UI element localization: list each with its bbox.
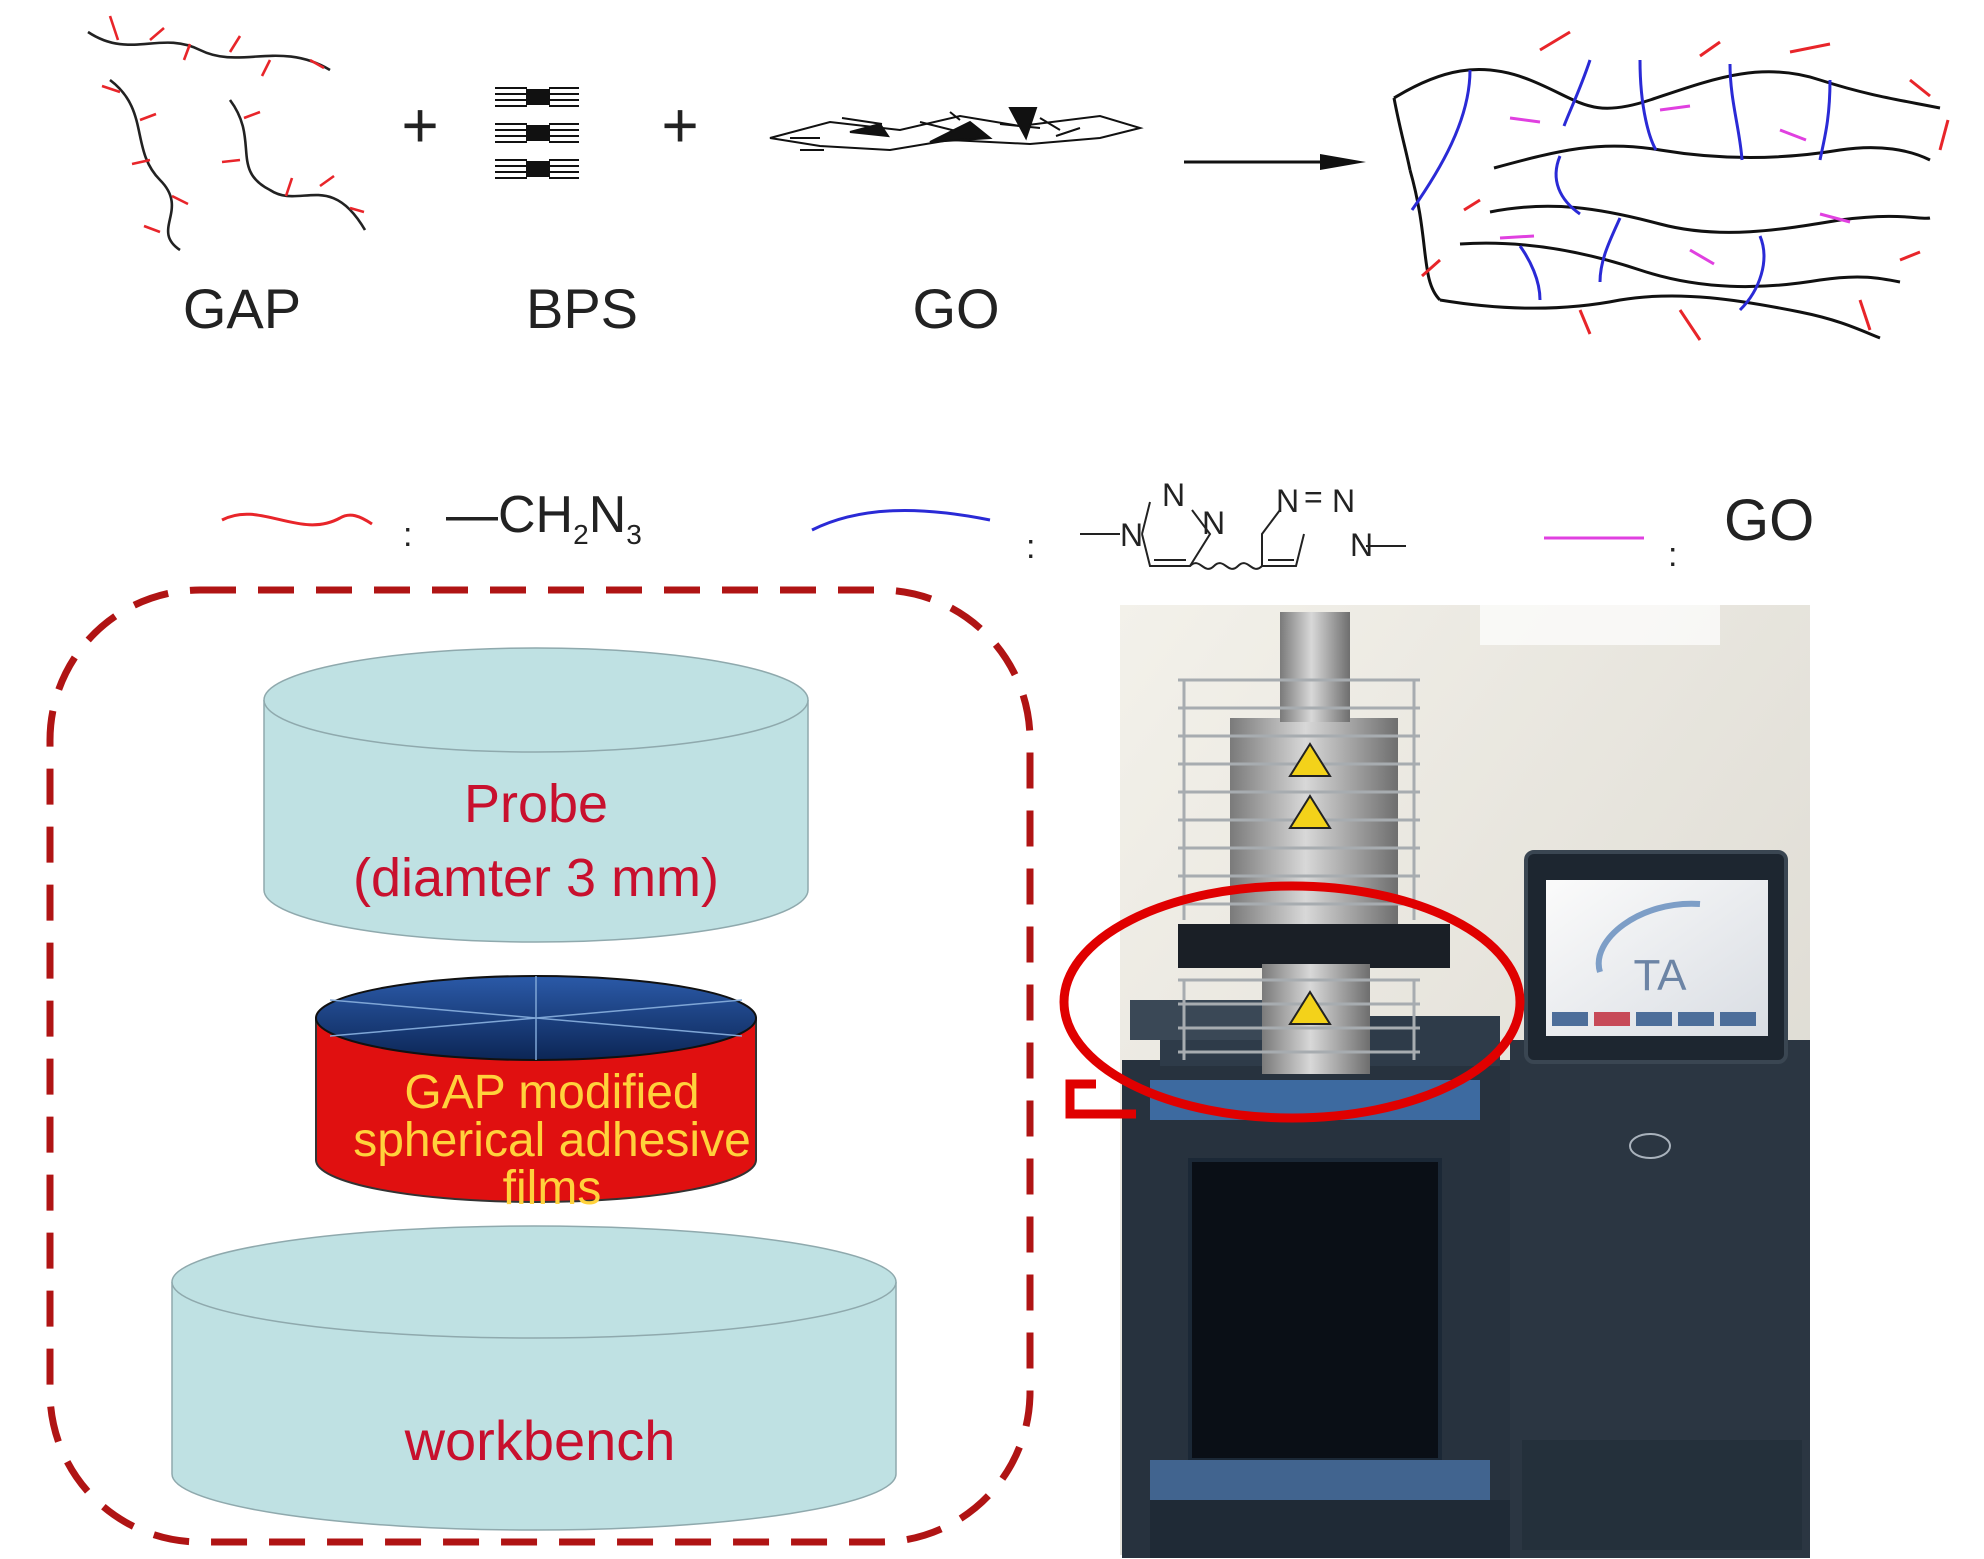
legend-item-azide: : —CH2N3 (221, 486, 642, 554)
ta-logo-text: TA (1634, 951, 1688, 1000)
svg-text:N: N (1276, 483, 1299, 519)
svg-text:N: N (1202, 505, 1225, 541)
workbench-cylinder: workbench (171, 1225, 897, 1531)
crosslinked-network-icon (1392, 30, 1950, 341)
reaction-row: + + GAP BPS (87, 15, 1950, 341)
legend-item-triazole: : N N N N N N = (811, 477, 1406, 570)
film-label-line1: GAP modified (404, 1066, 699, 1119)
legend-separator: : (1026, 528, 1035, 566)
reactant-label-gap: GAP (183, 277, 301, 340)
instrument-photo: TA (1120, 605, 1810, 1558)
reactant-label-bps: BPS (526, 277, 638, 340)
adhesive-film-disc: GAP modified spherical adhesive films (315, 975, 757, 1215)
probe-diameter-label: (diamter 3 mm) (353, 848, 719, 908)
safety-cage (1178, 678, 1420, 1060)
bps-structure-icon (495, 87, 579, 179)
probe-label: Probe (464, 774, 608, 834)
gap-structure-icon (87, 15, 367, 252)
triazole-structure-icon (1080, 501, 1406, 570)
go-structure-icon (769, 107, 1144, 152)
dashed-border (46, 586, 1034, 1546)
triazole-atoms: N N N N N N = (1120, 477, 1373, 563)
film-label-line3: films (503, 1162, 602, 1215)
legend-separator: : (1668, 536, 1677, 574)
legend-swatch-red (221, 512, 373, 527)
legend-separator: : (403, 516, 412, 554)
legend-label-go: GO (1724, 488, 1814, 553)
warning-icon (1288, 742, 1332, 1025)
film-label-line2: spherical adhesive (353, 1114, 751, 1167)
workbench-label: workbench (404, 1409, 676, 1472)
legend-swatch-blue (811, 509, 991, 532)
legend-row: : —CH2N3 : N N N N N N (221, 477, 1814, 574)
svg-text:N: N (1350, 527, 1373, 563)
svg-text:N: N (1120, 517, 1143, 553)
reactant-label-go: GO (912, 277, 999, 340)
legend-label-azide: —CH2N3 (446, 486, 642, 550)
plus-sign-2: + (661, 89, 698, 161)
legend-item-go: : GO (1544, 488, 1814, 574)
svg-text:=: = (1304, 479, 1323, 515)
screen-buttons (1552, 1012, 1756, 1026)
probe-cylinder: Probe (diamter 3 mm) (263, 647, 809, 943)
plus-sign-1: + (401, 89, 438, 161)
svg-text:N: N (1162, 477, 1185, 513)
test-schematic: Probe (diamter 3 mm) GAP modified spheri… (46, 586, 1034, 1546)
svg-text:N: N (1332, 483, 1355, 519)
reaction-arrow-icon (1184, 154, 1366, 170)
highlight-callout (1059, 881, 1525, 1123)
